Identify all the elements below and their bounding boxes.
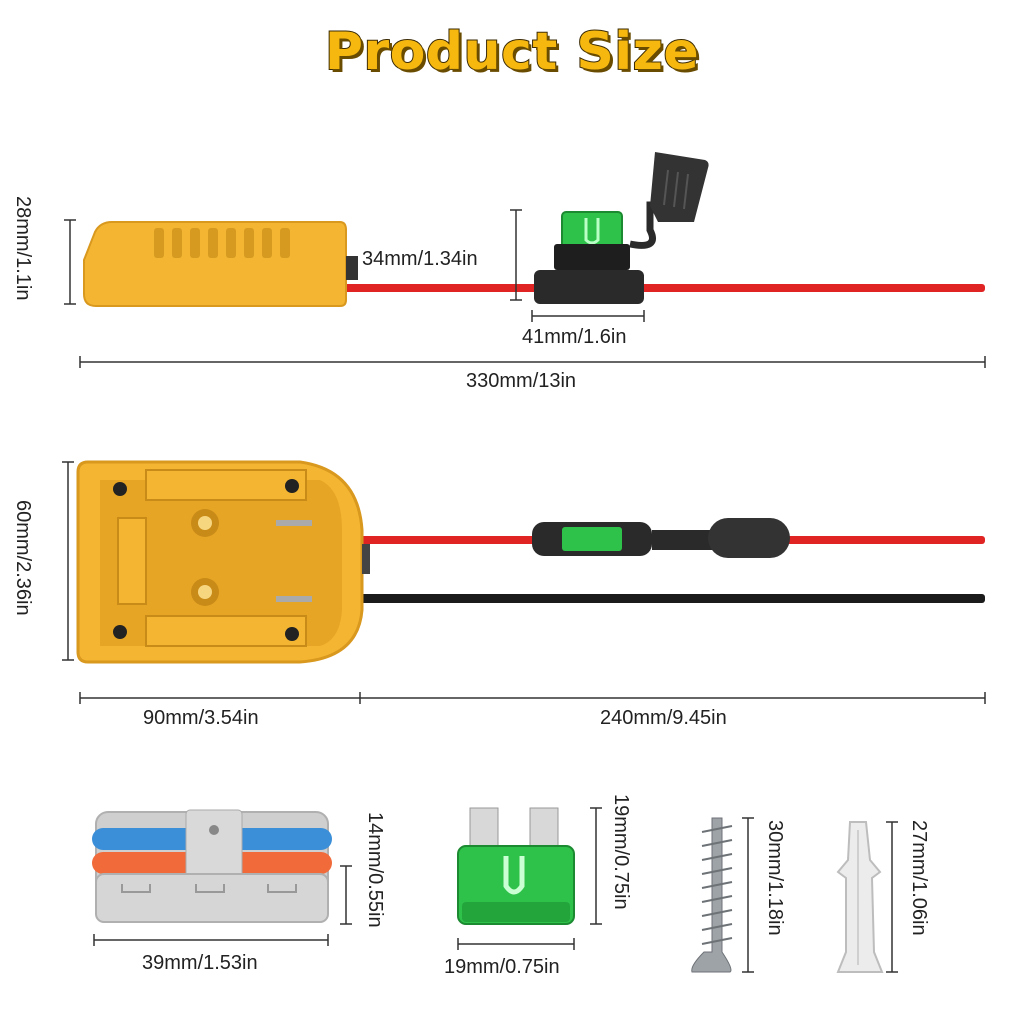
fuse-holder-side <box>534 152 709 304</box>
adapter-screws <box>113 479 299 641</box>
connector-width-label: 39mm/1.53in <box>142 952 258 974</box>
blade-fuse <box>457 807 575 925</box>
anchor-length-label: 27mm/1.06in <box>908 820 930 936</box>
top-dimension-lines <box>62 461 986 704</box>
fuse-holder-height-label: 34mm/1.34in <box>362 248 478 270</box>
screw <box>691 817 733 973</box>
red-cable-side <box>340 284 985 292</box>
side-view <box>64 152 986 368</box>
screw-length-label: 30mm/1.18in <box>764 820 786 936</box>
top-height-label: 60mm/2.36in <box>12 500 34 616</box>
page-title: Product Size <box>324 21 700 83</box>
adapter-width-label: 90mm/3.54in <box>143 707 259 729</box>
wall-anchor <box>836 821 884 973</box>
connector-height-label: 14mm/0.55in <box>364 812 386 928</box>
top-view <box>62 460 986 704</box>
adapter-vents <box>154 228 290 258</box>
accessory-dimension-lines <box>93 807 898 973</box>
fuse-holder-width-label: 41mm/1.6in <box>522 326 627 348</box>
inline-fuse-top <box>532 518 790 558</box>
adapter-switch <box>346 256 358 280</box>
fuse-height-label: 19mm/0.75in <box>610 794 632 910</box>
cable-length-label: 240mm/9.45in <box>600 707 727 729</box>
wire-connector <box>92 809 332 923</box>
side-total-length-label: 330mm/13in <box>466 370 577 392</box>
side-height-label: 28mm/1.1in <box>12 196 34 301</box>
black-cable-top <box>350 594 985 603</box>
fuse-width-label: 19mm/0.75in <box>444 956 560 978</box>
adapter-top-switch <box>362 544 370 574</box>
side-dimension-lines <box>64 209 986 368</box>
